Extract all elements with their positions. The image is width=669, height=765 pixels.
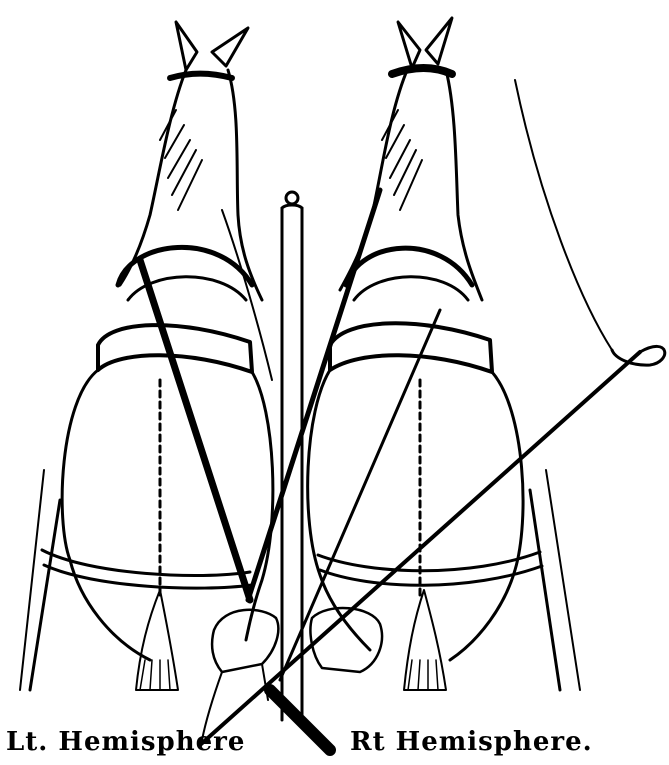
left-hemisphere-caption: Lt. Hemisphere [6,727,245,757]
left-horse [20,22,273,690]
right-hemisphere-caption: Rt Hemisphere. [350,727,593,757]
whip [200,80,665,745]
right-horse [308,18,580,690]
right-hand [310,608,382,672]
